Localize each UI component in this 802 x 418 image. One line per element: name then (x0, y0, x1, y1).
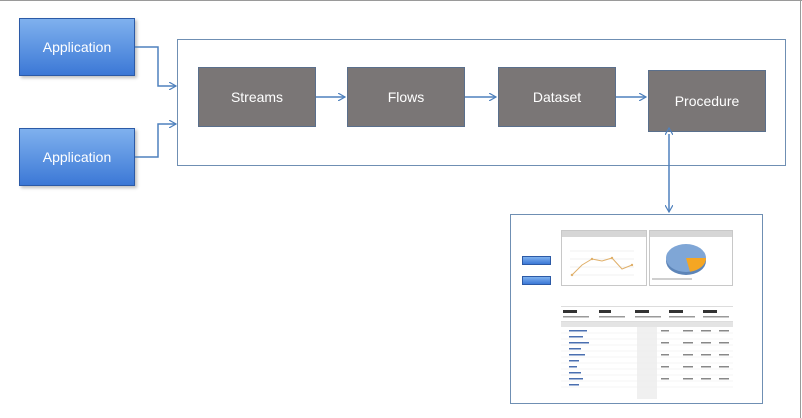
application-box-2[interactable]: Application (19, 128, 135, 186)
stage-streams[interactable]: Streams (198, 67, 316, 127)
page-border-right (800, 0, 801, 418)
mini-bar-1 (522, 256, 551, 265)
page-border-top (0, 0, 802, 1)
stage-dataset-label: Dataset (532, 89, 582, 105)
mini-bar-2 (522, 276, 551, 285)
stage-procedure[interactable]: Procedure (648, 70, 766, 132)
application-box-1[interactable]: Application (19, 18, 135, 76)
dashboard-thumbnail (561, 230, 733, 402)
stage-streams-label: Streams (230, 89, 284, 105)
stage-dataset[interactable]: Dataset (498, 67, 616, 127)
app2-to-container-arrow (135, 124, 176, 158)
application-label-2: Application (42, 149, 112, 165)
line-series (571, 257, 633, 276)
app1-to-container-arrow (135, 46, 176, 86)
stage-procedure-label: Procedure (674, 93, 740, 109)
stage-flows[interactable]: Flows (347, 67, 465, 127)
stats-row (561, 306, 733, 322)
line-chart-panel (561, 230, 647, 286)
pie-chart-panel (649, 230, 733, 286)
dashboard-table (561, 322, 733, 400)
application-label-1: Application (42, 39, 112, 55)
stage-flows-label: Flows (387, 89, 425, 105)
